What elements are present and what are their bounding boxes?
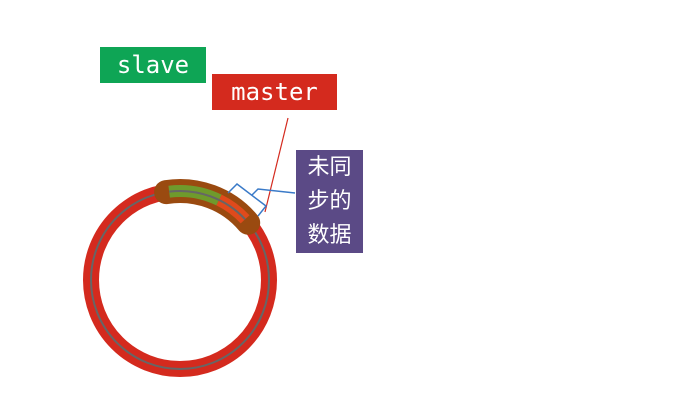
segment-center-line — [169, 190, 246, 220]
unsynced-bracket — [227, 183, 296, 217]
slave-label: slave — [100, 47, 206, 83]
replication-segment — [154, 179, 261, 235]
unsynced-data-label: 未同步的数据 — [296, 150, 363, 253]
master-label: master — [212, 74, 337, 110]
master-pointer-line — [264, 117, 289, 213]
